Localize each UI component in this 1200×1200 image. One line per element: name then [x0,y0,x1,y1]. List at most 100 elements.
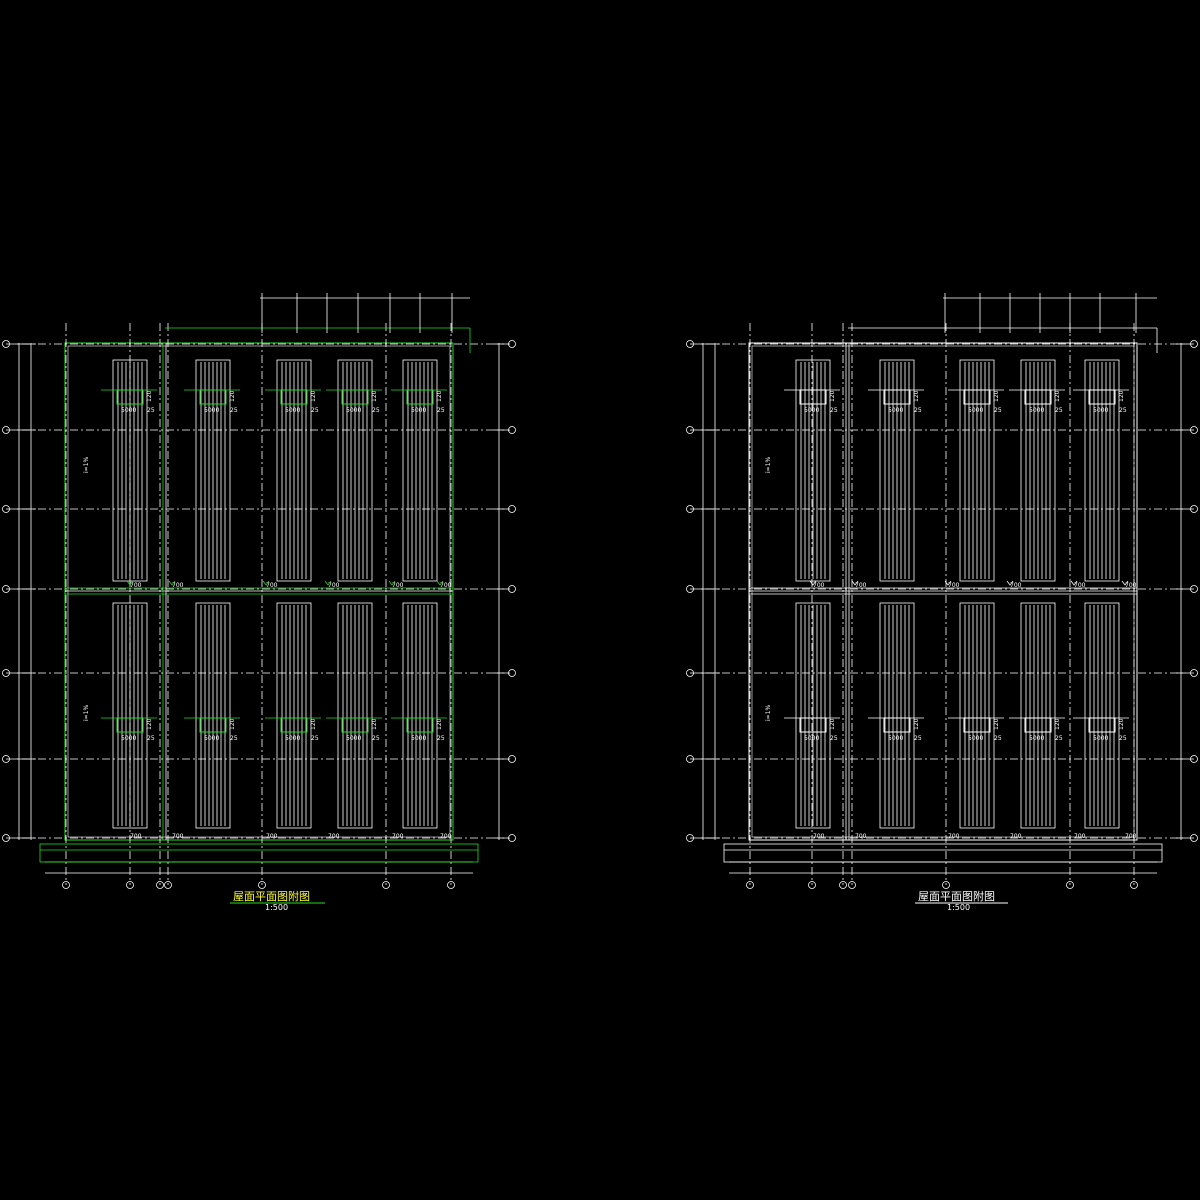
slope-label: i=1% [765,456,772,473]
panel-dimension-label: 5000 [968,735,983,742]
slope-label: i=1% [83,704,90,721]
panel-dimension-label: 5000 [804,735,819,742]
panel-sub-dimension-label: 25 [994,407,1002,414]
bay-arrow [1006,580,1014,586]
skylight-panel [1020,359,1056,582]
skylight-panel [195,359,231,582]
axis-bubble-left [686,585,694,593]
panel-rotated-label: 120 [913,718,920,730]
panel-rotated-label: 120 [829,718,836,730]
panel-sub-dimension-label: 25 [230,735,238,742]
panel-sub-dimension-label: 25 [830,735,838,742]
bay-label-mid: 700 [440,582,452,589]
left-plan-scale: 1:500 [265,903,288,912]
axis-bubble-right [1190,669,1198,677]
axis-bubble-left [2,755,10,763]
panel-dimension-label: 5000 [411,735,426,742]
panel-sub-dimension-label: 25 [1055,407,1063,414]
panel-dimension-label: 5000 [968,407,983,414]
bay-arrow [1070,580,1078,586]
bay-arrow [851,580,859,586]
panel-rotated-label: 120 [371,390,378,402]
axis-bubble-bottom [848,881,856,889]
axis-bubble-bottom [942,881,950,889]
axis-bubble-right [508,755,516,763]
axis-bubble-left [686,505,694,513]
panel-dimension-label: 5000 [346,407,361,414]
bay-arrow [388,580,396,586]
bay-label-bottom: 700 [1074,833,1086,840]
skylight-panel [112,602,148,829]
plan-outline [64,342,454,841]
panel-sub-dimension-label: 25 [311,407,319,414]
panel-rotated-label: 120 [1118,390,1125,402]
panel-rotated-label: 120 [913,390,920,402]
panel-sub-dimension-label: 25 [372,735,380,742]
panel-rotated-label: 120 [146,390,153,402]
panel-sub-dimension-label: 25 [372,407,380,414]
bay-arrow [436,580,444,586]
panel-sub-dimension-label: 25 [1119,735,1127,742]
slope-label: i=1% [765,704,772,721]
skylight-panel [879,602,915,829]
panel-sub-dimension-label: 25 [914,735,922,742]
skylight-panel [1084,359,1120,582]
panel-dimension-label: 5000 [1029,407,1044,414]
axis-bubble-right [1190,585,1198,593]
panel-rotated-label: 120 [829,390,836,402]
panel-sub-dimension-label: 25 [437,735,445,742]
skylight-panel [959,359,995,582]
panel-dimension-label: 5000 [888,407,903,414]
bay-arrow [944,580,952,586]
bay-arrow [1121,580,1129,586]
axis-bubble-left [2,505,10,513]
axis-bubble-bottom [839,881,847,889]
panel-rotated-label: 120 [310,718,317,730]
skylight-panel [402,359,438,582]
skylight-panel [112,359,148,582]
bay-label-mid: 700 [172,582,184,589]
bay-arrow [168,580,176,586]
skylight-panel [195,602,231,829]
panel-dimension-label: 5000 [888,735,903,742]
axis-bubble-right [1190,834,1198,842]
axis-bubble-left [686,340,694,348]
bay-label-bottom: 700 [130,833,142,840]
panel-sub-dimension-label: 25 [230,407,238,414]
bay-label-mid: 700 [1074,582,1086,589]
axis-bubble-left [686,755,694,763]
axis-bubble-right [508,505,516,513]
panel-rotated-label: 120 [229,390,236,402]
panel-sub-dimension-label: 25 [994,735,1002,742]
axis-bubble-bottom [1130,881,1138,889]
skylight-panel [337,602,373,829]
axis-bubble-left [2,340,10,348]
bay-label-bottom: 700 [1125,833,1137,840]
skylight-panel [1020,602,1056,829]
skylight-panel [276,602,312,829]
bay-label-mid: 700 [948,582,960,589]
bay-arrow [126,580,134,586]
panel-sub-dimension-label: 25 [830,407,838,414]
panel-dimension-label: 5000 [1093,735,1108,742]
panel-rotated-label: 120 [436,390,443,402]
axis-bubble-bottom [808,881,816,889]
axis-bubble-right [1190,755,1198,763]
axis-bubble-left [2,585,10,593]
skylight-panel [402,602,438,829]
bay-label-mid: 700 [130,582,142,589]
skylight-panel [879,359,915,582]
panel-sub-dimension-label: 25 [437,407,445,414]
axis-bubble-bottom [126,881,134,889]
axis-bubble-right [508,426,516,434]
axis-bubble-right [508,834,516,842]
right-plan-scale: 1:500 [947,903,970,912]
panel-dimension-label: 5000 [285,407,300,414]
axis-bubble-bottom [382,881,390,889]
panel-rotated-label: 120 [1054,390,1061,402]
bay-label-bottom: 700 [392,833,404,840]
axis-bubble-left [2,426,10,434]
axis-bubble-right [1190,340,1198,348]
